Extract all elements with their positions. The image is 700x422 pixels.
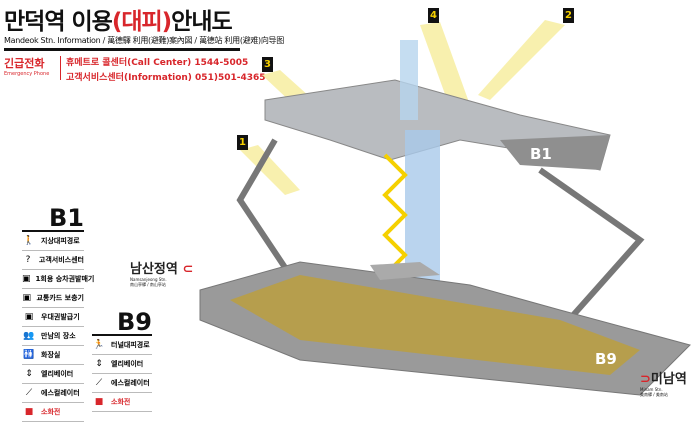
level-label-b9: B9 (595, 350, 617, 368)
title-red-part: (대피) (111, 9, 172, 35)
ground-evacuation-route-icon: 🚶 (23, 236, 35, 246)
exit-4-passage (420, 22, 470, 108)
station-name: 미남역 (650, 372, 687, 387)
legend-b1: B1 🚶 지상대피경로? 고객서비스센터 ▣ 1회용 승차권발매기 ▣ 교통카드 보충기 ▣ 우… (22, 206, 94, 422)
exit-2-marker[interactable]: 2 (563, 8, 574, 23)
divider (60, 56, 61, 80)
legend-item-label: 고객서비스센터 (38, 256, 84, 264)
b1-level-block (500, 135, 610, 170)
legend-item-label: 엘리베이터 (41, 370, 74, 378)
emergency-label: 긴급전화 (4, 57, 45, 70)
elevator-icon: ⇕ (95, 359, 103, 369)
ticket-machine-icon: ▣ (22, 274, 31, 284)
legend-item: 🏃 터널대피경로 (92, 336, 152, 355)
legend-item: ⇕ 엘리베이터 (22, 365, 84, 384)
exit-3-marker[interactable]: 3 (262, 57, 273, 72)
legend-item-label: 소화전 (111, 398, 131, 406)
legend-item: 🚻 화장실 (22, 346, 84, 365)
legend-item-label: 만남의 장소 (41, 332, 76, 340)
tunnel-evacuation-route-icon: 🏃 (93, 340, 105, 350)
station-namsanjeong: 남산정역 ⊂ Namsanjeong Stn.南山亭驛 / 南山亭站 (130, 258, 193, 288)
b9-landing (370, 262, 440, 280)
escalator-icon: ⟋ (25, 388, 33, 398)
station-name-sub: 美南驛 / 美南站 (640, 392, 668, 397)
legend-item: 👥 만남의 장소 (22, 327, 84, 346)
exit-4-marker[interactable]: 4 (428, 8, 439, 23)
fire-hydrant-icon: ■ (94, 397, 104, 407)
escalator-icon: ⟋ (95, 378, 103, 388)
legend-item-label: 화장실 (41, 351, 61, 359)
title-part: 안내도 (171, 9, 232, 35)
legend-item-label: 터널대피경로 (111, 341, 150, 349)
legend-b9-title: B9 (92, 310, 152, 336)
legend-item-label: 에스컬레이터 (111, 379, 150, 387)
meeting-place-icon: 👥 (23, 331, 35, 341)
legend-item: ⟋ 에스컬레이터 (92, 374, 152, 393)
toilet-icon: 🚻 (23, 350, 35, 360)
card-recharge-icon: ▣ (22, 293, 31, 303)
legend-item-label: 교통카드 보충기 (36, 294, 84, 302)
exit-2-passage (478, 20, 565, 100)
exit-1-marker[interactable]: 1 (237, 135, 248, 150)
fire-hydrant-icon: ■ (24, 407, 34, 417)
legend-item-label: 우대권발급기 (41, 313, 80, 321)
legend-item: ▣ 1회용 승차권발매기 (22, 270, 94, 289)
subtitle: Mandeok Stn. Information / 萬德驛 利用(避難)案內図… (4, 36, 284, 45)
divider (4, 48, 240, 51)
arrow-left-icon: ⊂ (182, 262, 194, 277)
station-map (199, 20, 691, 396)
emergency-label-en: Emergency Phone (4, 71, 50, 77)
legend-item: ? 고객서비스센터 (22, 251, 84, 270)
legend-item: 🚶 지상대피경로 (22, 232, 84, 251)
legend-b1-title: B1 (22, 206, 84, 232)
legend-item-label: 1회용 승차권발매기 (35, 275, 95, 283)
call-center-number: 휴메트로 콜센터(Call Center) 1544-5005 (66, 58, 249, 68)
customer-service-icon: ? (25, 255, 31, 265)
level-label-b1: B1 (530, 145, 552, 163)
station-name-en: Namsanjeong Stn. (130, 277, 167, 282)
station-name-en: Minam Stn. (640, 387, 663, 392)
elevator-shaft-top (400, 40, 418, 120)
senior-ticket-icon: ▣ (24, 312, 34, 322)
legend-b9: B9 🏃 터널대피경로 ⇕ 엘리베이터 ⟋ 에스컬레이터 ■ 소화전 (92, 310, 152, 412)
legend-item-label: 엘리베이터 (111, 360, 144, 368)
exit-1-passage (240, 145, 300, 195)
legend-item: ⇕ 엘리베이터 (92, 355, 152, 374)
platform-track (230, 275, 640, 375)
information-number: 고객서비스센터(Information) 051)501-4365 (66, 73, 266, 83)
legend-item-label: 지상대피경로 (41, 237, 80, 245)
elevator-icon: ⇕ (25, 369, 33, 379)
legend-item: ⟋ 에스컬레이터 (22, 384, 84, 403)
escalator-left (236, 138, 303, 292)
legend-item-label: 소화전 (41, 408, 61, 416)
legend-item-label: 에스컬레이터 (41, 389, 80, 397)
escalator-right (538, 167, 645, 332)
legend-item: ▣ 교통카드 보충기 (22, 289, 84, 308)
legend-item: ▣ 우대권발급기 (22, 308, 84, 327)
stairs (382, 153, 408, 277)
page-title: 만덕역 이용(대피)안내도 (4, 2, 233, 36)
station-name: 남산정역 (130, 262, 178, 277)
station-name-sub: 南山亭驛 / 南山亭站 (130, 282, 166, 287)
title-part: 만덕역 이용 (4, 9, 113, 35)
legend-item: ■ 소화전 (22, 403, 84, 422)
arrow-right-icon: ⊃ (640, 372, 651, 387)
